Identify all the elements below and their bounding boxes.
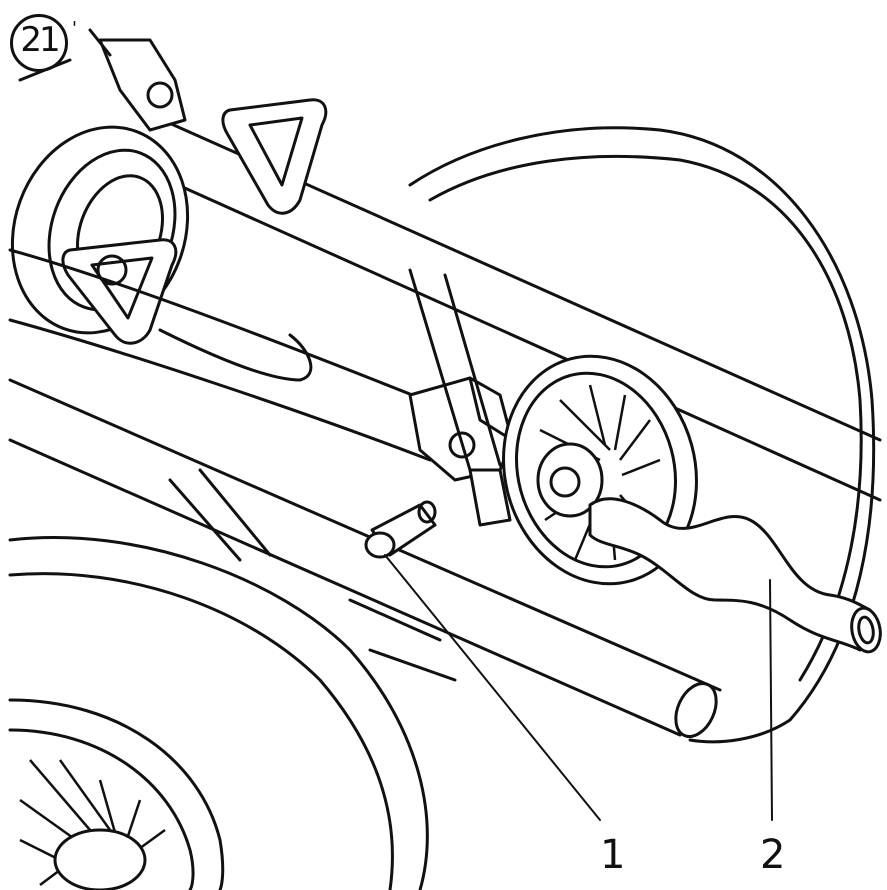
clevis-fork-icon	[408, 376, 514, 527]
upper-bracket-icon	[18, 28, 328, 215]
callout-leader-lines	[384, 554, 773, 821]
step-number: 21	[20, 20, 60, 60]
support-strut-icon	[168, 268, 502, 682]
step-marker: 21 '	[10, 14, 80, 72]
front-wheel-icon	[8, 536, 429, 890]
step-tick-mark: '	[72, 18, 77, 39]
lower-frame-beam-icon	[8, 378, 722, 738]
step-circle	[10, 14, 68, 72]
lower-bracket-icon	[61, 238, 178, 345]
middle-rail-icon	[8, 248, 452, 462]
part-2-hose-icon	[588, 497, 882, 654]
part-1-pipe-icon	[364, 500, 437, 559]
rear-disc-icon	[408, 126, 876, 744]
callout-label-1: 1	[600, 832, 626, 878]
callout-label-2: 2	[760, 832, 786, 878]
